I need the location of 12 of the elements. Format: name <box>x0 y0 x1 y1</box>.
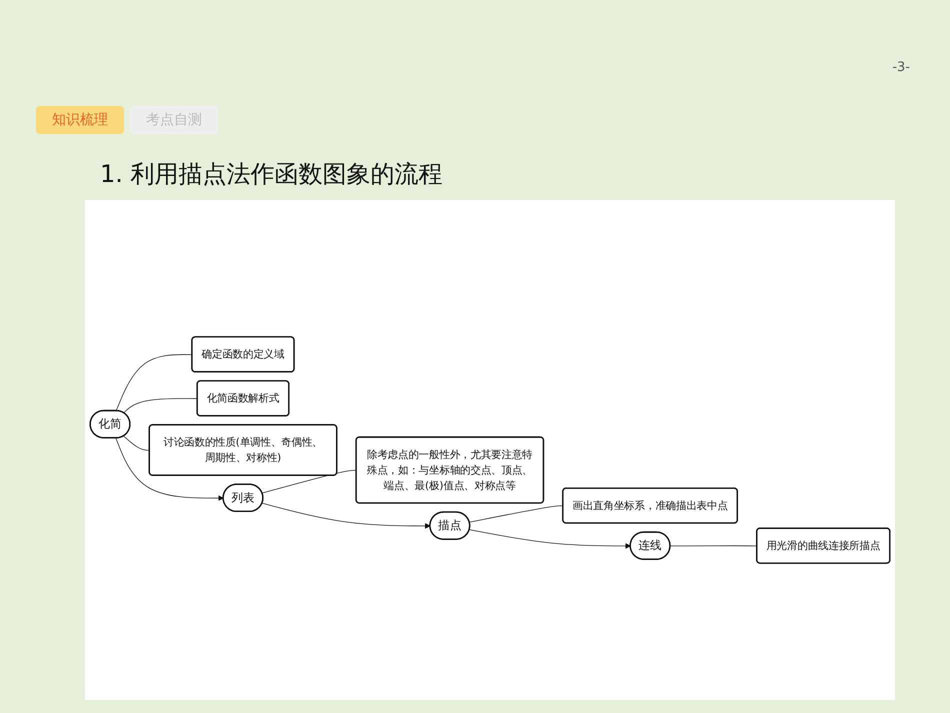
connector <box>123 398 198 414</box>
connector <box>670 545 758 546</box>
connector <box>469 506 564 522</box>
title: 1. 利用描点法作函数图象的流程 <box>100 159 443 190</box>
arrow <box>262 502 430 529</box>
connector <box>123 436 150 451</box>
page-number: -3- <box>892 60 910 75</box>
active-tab: 知识梳理 <box>36 106 124 134</box>
connector <box>116 354 193 412</box>
arrow <box>469 529 631 549</box>
connector <box>262 470 357 494</box>
arrow <box>115 438 224 501</box>
